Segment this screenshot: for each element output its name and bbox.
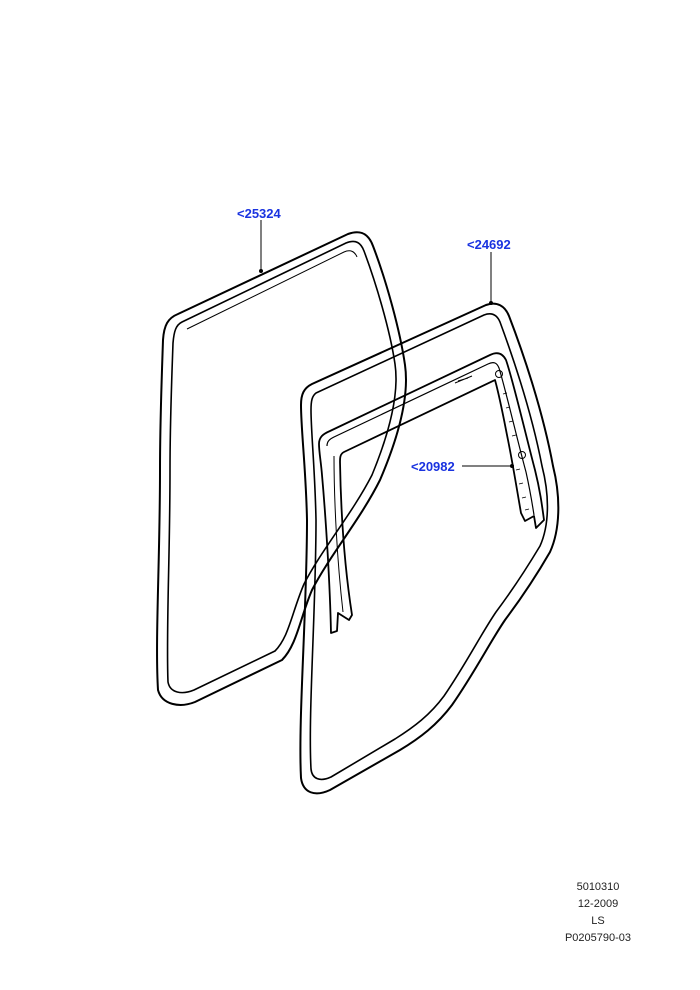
callout-25324[interactable]: <25324 <box>237 206 281 221</box>
rear-door-seal-inner-edge <box>309 313 549 781</box>
front-door-seal <box>156 231 407 706</box>
rear-door-seal-outer-edge <box>299 302 560 795</box>
leader-dot-24692 <box>489 301 493 305</box>
front-door-seal-outer-edge <box>156 231 407 706</box>
window-channel-outer-edge <box>318 352 545 634</box>
illustration-id: P0205790-03 <box>564 932 632 944</box>
callout-24692[interactable]: <24692 <box>467 237 511 252</box>
illustration-date: 12-2009 <box>577 898 619 910</box>
illustration-region: LS <box>591 915 605 927</box>
front-door-seal-inner-edge <box>166 240 397 694</box>
front-door-seal-lip <box>186 250 358 330</box>
fixing-clip-1 <box>495 370 503 378</box>
rear-door-seal <box>299 302 560 795</box>
leader-dot-25324 <box>259 269 263 273</box>
illustration-info-block: 5010310 12-2009 LS P0205790-03 <box>560 879 636 947</box>
window-channel-ridges <box>502 392 530 511</box>
window-channel-inner-edge <box>326 362 535 516</box>
leader-dot-20982 <box>510 464 514 468</box>
leader-lines <box>259 220 514 468</box>
window-channel-lip <box>333 375 473 613</box>
window-channel-seal <box>318 352 545 634</box>
callout-20982[interactable]: <20982 <box>411 459 455 474</box>
illustration-code: 5010310 <box>576 881 620 893</box>
fixing-clip-2 <box>518 451 526 459</box>
